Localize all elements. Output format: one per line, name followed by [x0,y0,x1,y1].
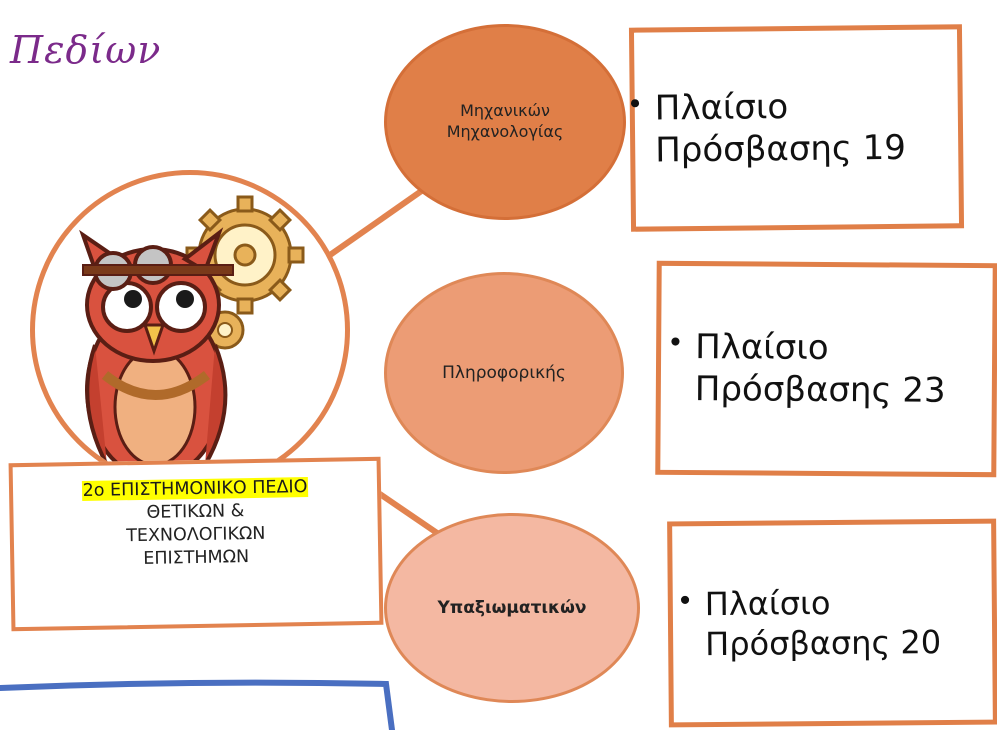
box-1-line1: Πλαίσιο [654,86,789,128]
topic-3-line1: Υπαξιωματικών [437,598,587,618]
topic-1-line1: Μηχανικών [460,101,550,121]
bullet-icon: • [626,87,644,121]
field-line3: ΕΠΙΣΤΗΜΩΝ [143,547,250,570]
box-3-line1: Πλαίσιο [704,584,831,624]
connector-line-1 [328,182,432,258]
topic-1-line2: Μηχανολογίας [446,122,564,141]
topic-circle-informatics: Πληροφορικής [384,272,624,474]
topic-2-line1: Πληροφορικής [442,363,566,383]
topic-circle-mechanical-engineering: Μηχανικών Μηχανολογίας [384,24,626,220]
box-3-line2: Πρόσβασης 20 [705,623,942,664]
topic-circle-noncommissioned-officers: Υπαξιωματικών [384,513,640,703]
access-framework-box-2: • Πλαίσιο Πρόσβασης 23 [655,260,997,478]
scientific-field-label: 2ο ΕΠΙΣΤΗΜΟΝΙΚΟ ΠΕΔΙΟ ΘΕΤΙΚΩΝ & ΤΕΧΝΟΛΟΓ… [8,456,384,632]
box-2-line1: Πλαίσιο [695,326,829,368]
box-2-line2: Πρόσβασης 23 [694,369,946,411]
box-1-line2: Πρόσβασης 19 [655,127,907,171]
blue-frame-outline [0,679,395,730]
access-framework-box-1: • Πλαίσιο Πρόσβασης 19 [626,24,965,232]
bullet-icon: • [667,325,684,359]
owl-body [74,227,266,482]
owl-with-gears-icon [74,195,305,482]
owl-illustration-circle [30,170,350,490]
field-highlighted-title: 2ο ΕΠΙΣΤΗΜΟΝΙΚΟ ΠΕΔΙΟ [81,477,309,501]
page-title: Πεδίων [10,28,162,72]
bullet-icon: • [676,584,694,618]
